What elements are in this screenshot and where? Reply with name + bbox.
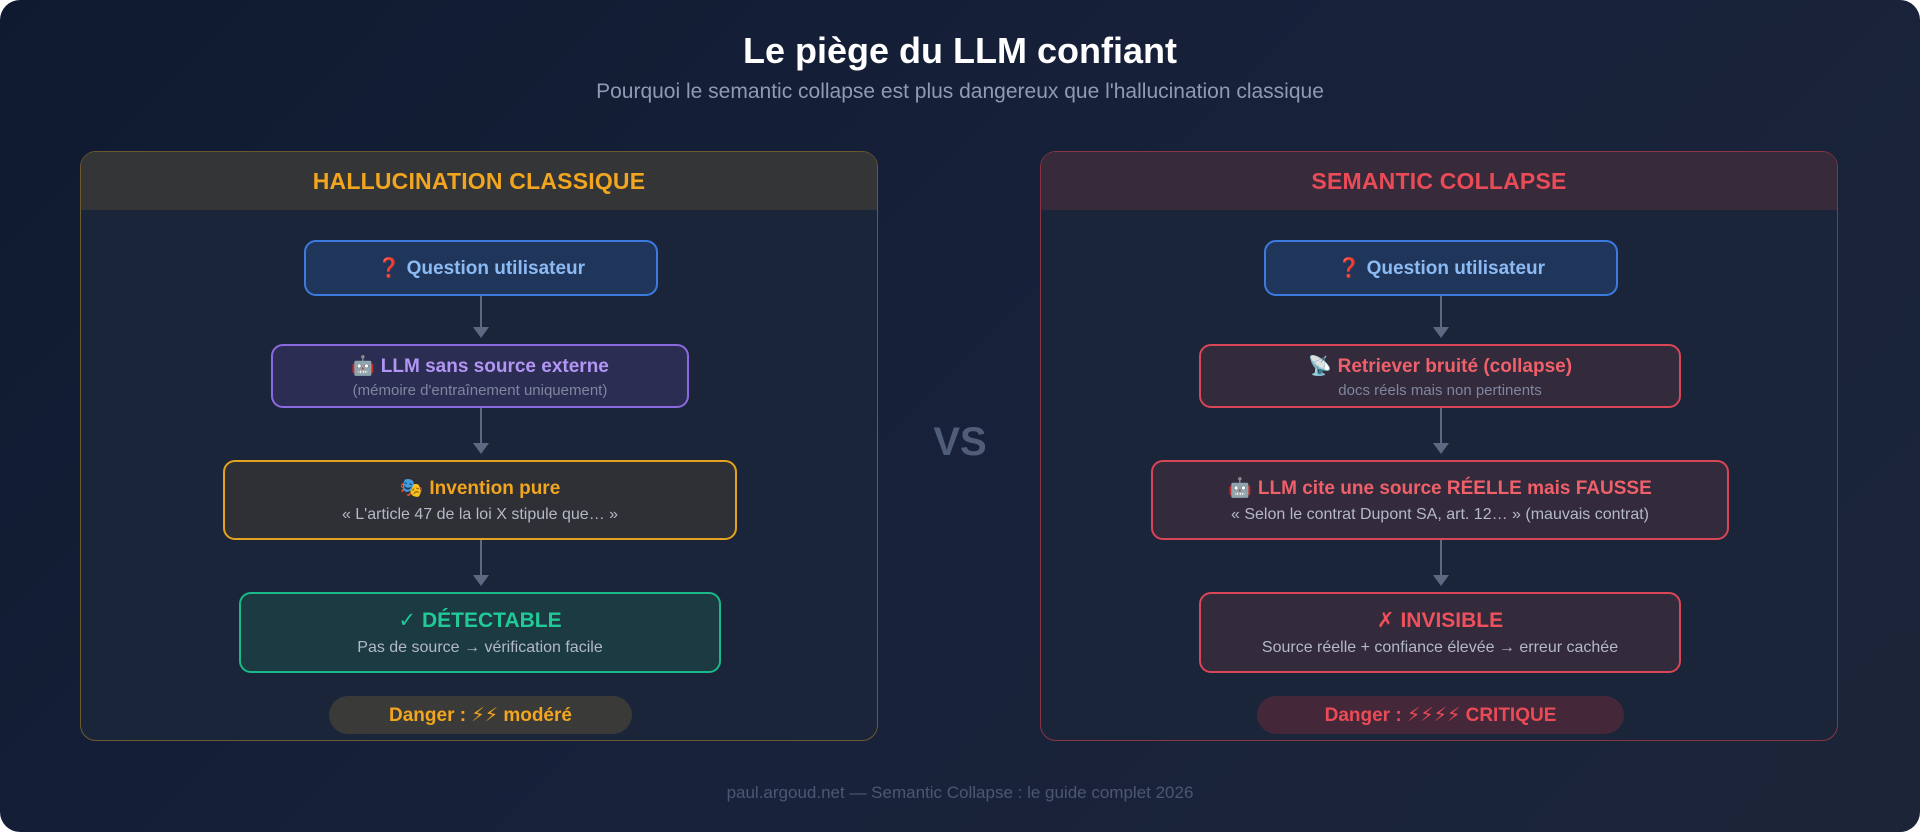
step-title: ❓Question utilisateur (1336, 258, 1546, 279)
flow-arrow (1433, 296, 1449, 338)
step-pure-invention: 🎭Invention pure « L'article 47 de la loi… (223, 460, 737, 540)
step-title: 📡Retriever bruité (collapse) (1307, 355, 1573, 377)
step-subtitle: (mémoire d'entraînement uniquement) (352, 381, 608, 399)
step-subtitle: docs réels mais non pertinents (1338, 381, 1542, 399)
step-noisy-retriever: 📡Retriever bruité (collapse) docs réels … (1199, 344, 1681, 408)
step-llm-no-source: 🤖LLM sans source externe (mémoire d'entr… (271, 344, 689, 408)
step-title: 🎭Invention pure (399, 478, 561, 499)
robot-icon: 🤖 (351, 355, 375, 377)
robot-icon: 🤖 (1228, 478, 1252, 499)
flow-arrow (1433, 540, 1449, 586)
question-mark-icon: ❓ (1336, 258, 1361, 279)
question-mark-icon: ❓ (376, 258, 401, 279)
diagram-title: Le piège du LLM confiant (743, 30, 1177, 71)
danger-badge: Danger : ⚡⚡ modéré (329, 696, 632, 734)
step-title: 🤖LLM sans source externe (351, 355, 609, 377)
flow-arrow (473, 296, 489, 338)
panel-heading: HALLUCINATION CLASSIQUE (81, 152, 877, 210)
theater-masks-icon: 🎭 (399, 478, 424, 499)
danger-badge: Danger : ⚡⚡⚡⚡ CRITIQUE (1257, 696, 1624, 734)
flow-arrow (1433, 408, 1449, 454)
panel-classic-hallucination: HALLUCINATION CLASSIQUE ❓Question utilis… (80, 151, 878, 741)
step-title: 🤖LLM cite une source RÉELLE mais FAUSSE (1228, 478, 1652, 499)
step-detectable: ✓DÉTECTABLE Pas de source → vérification… (239, 592, 721, 673)
satellite-dish-icon: 📡 (1307, 355, 1332, 377)
step-llm-cites-false-source: 🤖LLM cite une source RÉELLE mais FAUSSE … (1151, 460, 1729, 540)
step-subtitle: Source réelle + confiance élevée → erreu… (1261, 639, 1619, 656)
diagram-subtitle: Pourquoi le semantic collapse est plus d… (596, 80, 1324, 103)
step-title: ✓DÉTECTABLE (398, 609, 562, 632)
flow-arrow (473, 408, 489, 454)
step-user-question: ❓Question utilisateur (304, 240, 658, 296)
check-icon: ✓ (398, 609, 416, 632)
panel-semantic-collapse: SEMANTIC COLLAPSE ❓Question utilisateur … (1040, 151, 1838, 741)
cross-icon: ✗ (1376, 609, 1395, 632)
step-subtitle: « L'article 47 de la loi X stipule que… … (341, 506, 619, 523)
step-subtitle: Pas de source → vérification facile (357, 639, 603, 656)
step-title: ❓Question utilisateur (376, 258, 586, 279)
step-user-question: ❓Question utilisateur (1264, 240, 1618, 296)
panel-heading: SEMANTIC COLLAPSE (1041, 152, 1837, 210)
step-title: ✗INVISIBLE (1376, 609, 1504, 632)
footer-credit: paul.argoud.net — Semantic Collapse : le… (726, 783, 1194, 802)
flow-arrow (473, 540, 489, 586)
step-subtitle: « Selon le contrat Dupont SA, art. 12… »… (1231, 506, 1649, 523)
step-invisible: ✗INVISIBLE Source réelle + confiance éle… (1199, 592, 1681, 673)
vs-label: VS (933, 420, 987, 464)
